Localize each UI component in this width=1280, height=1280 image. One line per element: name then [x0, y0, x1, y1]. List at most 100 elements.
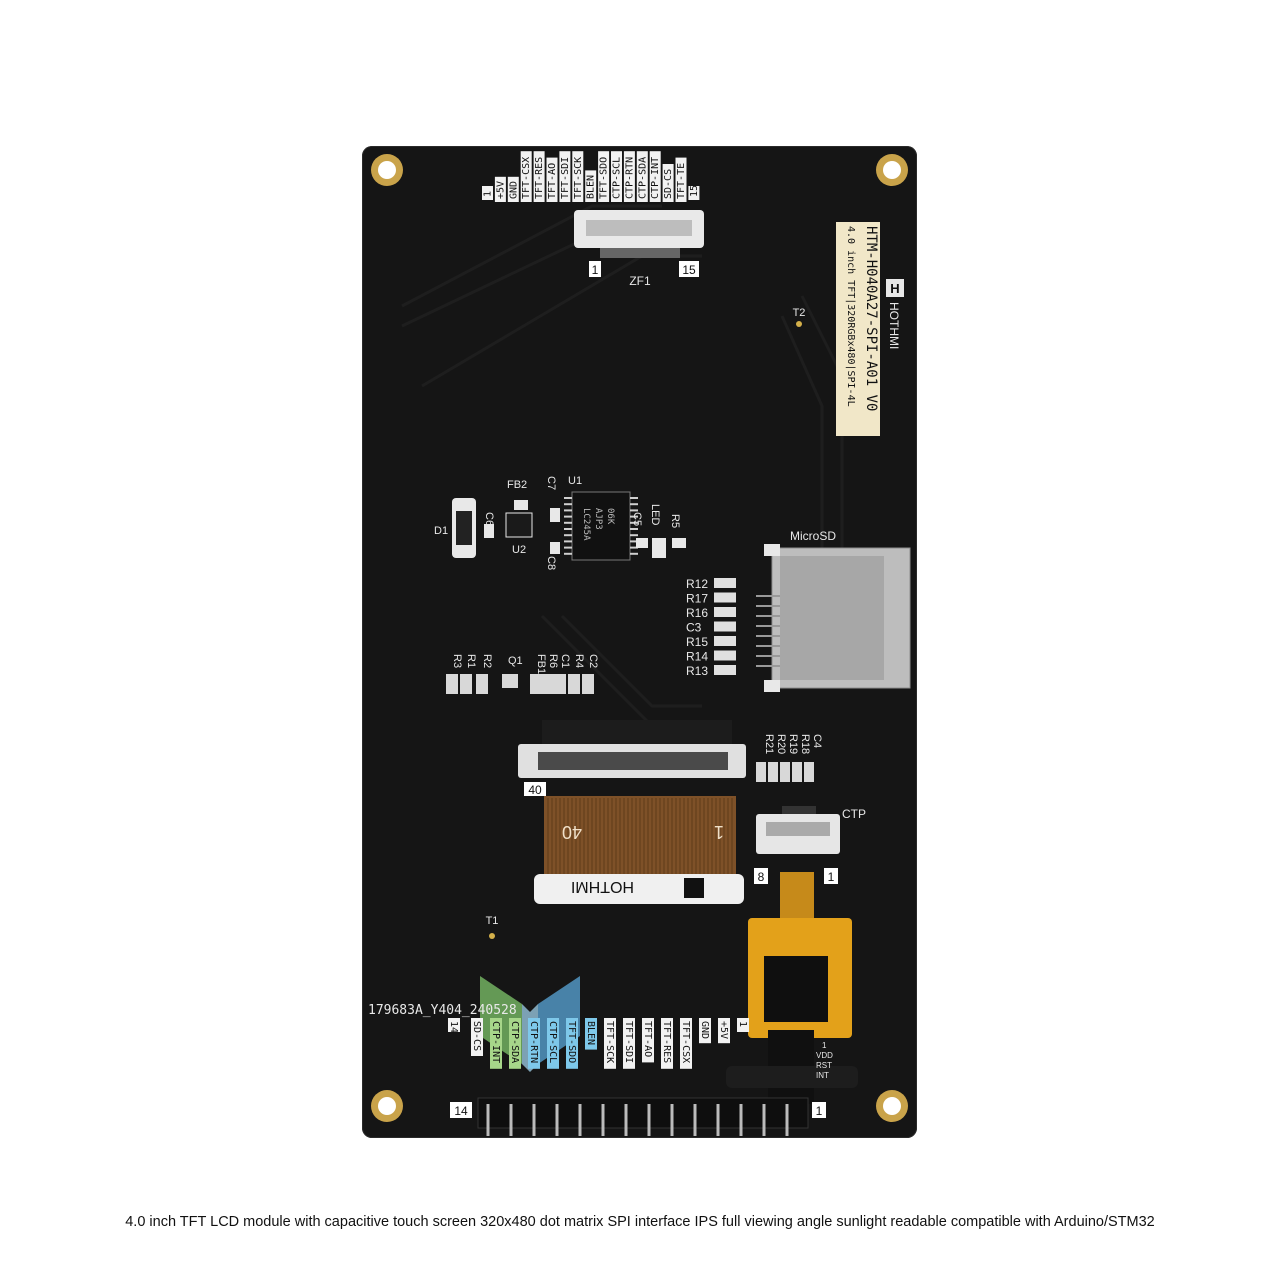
bottom-pin-label: TFT-CSX [680, 1021, 691, 1063]
label-led: LED [649, 504, 661, 525]
mount-hole-tr [876, 154, 908, 186]
svg-text:H: H [890, 281, 899, 296]
h-logo-icon [886, 279, 904, 297]
d1-diode [452, 498, 476, 558]
top-pin-label: TFT-TE [676, 163, 687, 199]
mid-label: FB1 [535, 654, 547, 674]
mid-label: R3 [451, 654, 463, 668]
mount-hole-tl [371, 154, 403, 186]
label-c5: C5 [631, 512, 643, 526]
chip-text-1: LC245A [581, 508, 591, 541]
label-d1: D1 [434, 525, 448, 537]
bottom-pin-label: TFT-SCK [604, 1021, 615, 1063]
brand-name-vertical: HOTHMI [887, 302, 901, 349]
top-pin-label: SD-CS [663, 169, 674, 199]
ctp-flex-text-1: 1 [822, 1041, 827, 1050]
label-c8: C8 [545, 556, 557, 570]
mid-label: R2 [481, 654, 493, 668]
mid-label: Q1 [508, 655, 523, 667]
top-pin-label: 15 [689, 185, 700, 197]
flex-brand: HOTHMI [571, 878, 704, 898]
h-logo-icon [684, 878, 704, 898]
ctp-flex: 1 VDD RST INT [726, 872, 858, 1104]
bottom-pin-1: 1 [816, 1104, 823, 1118]
ctp-flex-text-vdd: VDD [816, 1051, 833, 1060]
model-label: HTM-H040A27-SPI-A01 V0 4.0 inch TFT|320R… [836, 222, 880, 436]
zf1-pin-left: 1 [592, 263, 599, 277]
mid-label: C2 [587, 654, 599, 668]
microsd-slot [756, 544, 911, 692]
label-fb2: FB2 [507, 479, 527, 491]
top-pin-label: TFT-RES [534, 157, 545, 199]
top-pin-label: CTP-INT [650, 157, 661, 199]
bottom-pin-label: BLEN [585, 1021, 596, 1045]
bottom-pin-label: TFT-AO [642, 1021, 653, 1057]
chip-text-3: 06K [605, 508, 615, 525]
top-pin-label: +5V [495, 181, 506, 199]
top-pin-label: TFT-SCK [573, 157, 584, 199]
bottom-pin-label: CTP-RTN [528, 1021, 539, 1063]
flex-label-1: 1 [714, 822, 724, 842]
ctp-pin-1: 1 [828, 870, 835, 884]
right-res-label: C3 [686, 621, 702, 635]
label-microsd: MicroSD [790, 529, 836, 543]
bottom-pin-label: CTP-SCL [547, 1021, 558, 1063]
flex-cable: 40 1 [534, 796, 744, 904]
top-pin-label: TFT-SDO [599, 157, 610, 199]
bottom-pin-header [477, 1097, 809, 1136]
top-pin-label: GND [508, 181, 519, 199]
mid-label: R6 [547, 654, 559, 668]
label-ctp: CTP [842, 807, 866, 821]
product-caption: 4.0 inch TFT LCD module with capacitive … [125, 1214, 1155, 1230]
top-pin-label: TFT-SDI [560, 157, 571, 199]
zf1-connector [574, 210, 704, 258]
top-pin-label: TFT-CSX [521, 157, 532, 199]
bottom-pin-label: +5V [718, 1021, 729, 1039]
flex-label-40: 40 [562, 822, 582, 842]
top-pin-label: CTP-SDA [637, 157, 648, 199]
top-pin-label: 1 [483, 191, 494, 197]
bottom-pin-label: CTP-SDA [509, 1021, 520, 1063]
bottom-header-labels: 14 SD-CS CTP-INT CTP-SDA CTP-RTN CTP-SCL TFT-S… [448, 1018, 749, 1069]
brand-vertical: H HOTHMI [886, 279, 904, 349]
right-res-label: R12 [686, 577, 708, 591]
zf1-pin-right: 15 [682, 263, 696, 277]
right-res-label: R15 [686, 635, 708, 649]
fpc40-pin-label: 40 [528, 783, 542, 797]
lr-label: R20 [775, 734, 787, 754]
u1-chip: LC245A AJP3 06K [564, 491, 638, 561]
bottom-pin-label: CTP-INT [490, 1021, 501, 1063]
right-res-label: R17 [686, 592, 708, 606]
fpc40-connector [518, 720, 746, 778]
model-line1: HTM-H040A27-SPI-A01 V0 [863, 226, 879, 411]
top-pin-label: TFT-AO [547, 163, 558, 199]
right-res-label: R13 [686, 664, 708, 678]
label-t2: T2 [793, 307, 806, 319]
bottom-pin-14: 14 [454, 1104, 468, 1118]
flex-brand-text: HOTHMI [571, 878, 634, 895]
zf1-pin-left-box [589, 261, 601, 277]
ctp-pin-8: 8 [758, 870, 765, 884]
top-pin-label: CTP-SCL [612, 157, 623, 199]
mount-hole-br [876, 1090, 908, 1122]
label-t1: T1 [486, 915, 499, 927]
ctp-flex-text-int: INT [816, 1071, 829, 1080]
zf1-pin-right-box [679, 261, 699, 277]
ctp-flex-text-rst: RST [816, 1061, 832, 1070]
label-c7: C7 [545, 476, 557, 490]
mid-label: R1 [465, 654, 477, 668]
lr-label: R19 [787, 734, 799, 754]
label-u1: U1 [568, 475, 582, 487]
bottom-pin-label: SD-CS [471, 1021, 482, 1051]
bottom-pin-label: GND [699, 1021, 710, 1039]
lr-label: C4 [811, 734, 823, 748]
bottom-pin-label: 14 [448, 1021, 459, 1033]
chip-text-2: AJP3 [593, 508, 603, 530]
label-r5: R5 [669, 514, 681, 528]
bottom-pin-label: TFT-RES [661, 1021, 672, 1063]
